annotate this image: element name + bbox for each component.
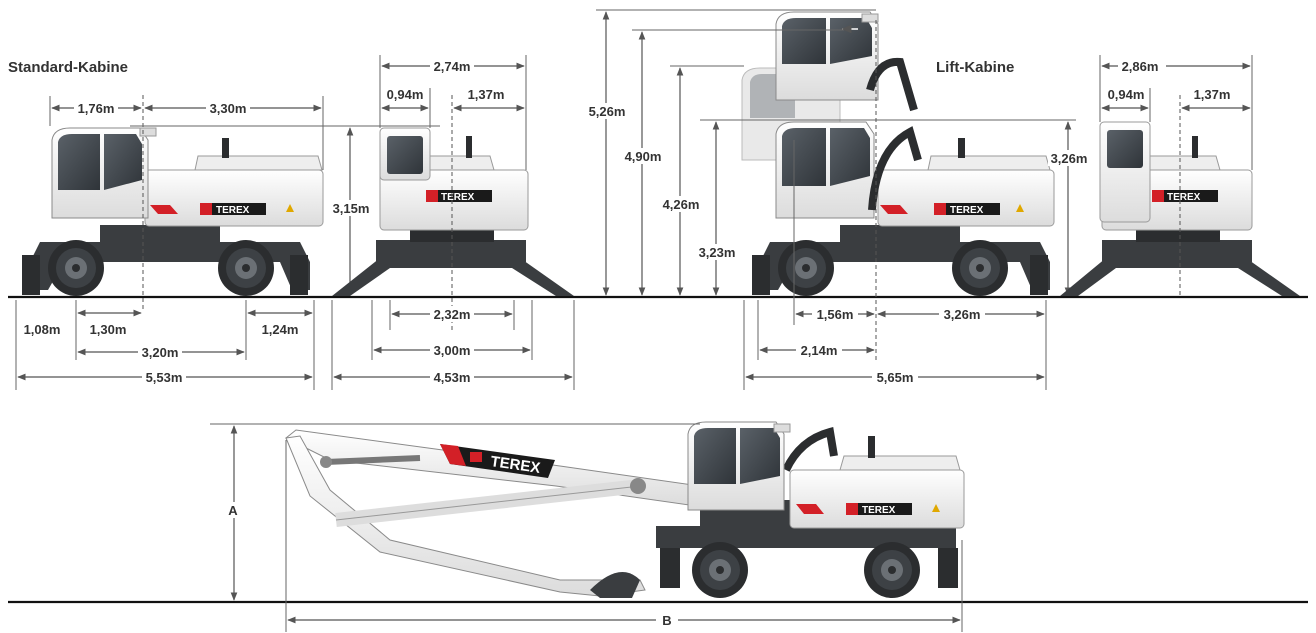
dim-std-upper-rear: 3,30m — [210, 101, 247, 116]
brand-logo-std: TEREX — [216, 205, 250, 216]
dim-lift-front-cab-width: 0,94m — [1108, 87, 1145, 102]
dim-lift-dist-156: 1,56m — [817, 307, 854, 322]
dim-front-width-top: 2,74m — [434, 59, 471, 74]
dim-lift-h-323: 3,23m — [699, 245, 736, 260]
dim-lift-h-326: 3,26m — [1051, 151, 1088, 166]
brand-logo-front: TEREX — [441, 192, 475, 203]
dim-front-right-width: 1,37m — [468, 87, 505, 102]
dim-lift-h-426: 4,26m — [663, 197, 700, 212]
dim-front-outrigger-width: 3,00m — [434, 343, 471, 358]
dim-lift-dist-326: 3,26m — [944, 307, 981, 322]
dim-lift-dist-214: 2,14m — [801, 343, 838, 358]
dim-lift-h-490: 4,90m — [625, 149, 662, 164]
boom-reach-view: TEREX TEREX — [285, 421, 965, 598]
lift-cab-side-view: TEREX — [741, 11, 1055, 296]
brand-logo-reach: TEREX — [862, 505, 896, 516]
dim-front-track: 2,32m — [434, 307, 471, 322]
dim-lift-h-max: 5,26m — [589, 104, 626, 119]
dim-std-height: 3,15m — [333, 201, 370, 216]
dim-std-overhang-front: 1,08m — [24, 322, 61, 337]
dim-reach-a: A — [228, 503, 238, 518]
dim-std-length: 5,53m — [146, 370, 183, 385]
standard-cab-front-view: TEREX — [332, 127, 574, 296]
dim-std-overhang-rear: 1,24m — [262, 322, 299, 337]
dim-lift-length: 5,65m — [877, 370, 914, 385]
dim-std-cab-offset: 1,76m — [78, 101, 115, 116]
dim-front-total-width: 4,53m — [434, 370, 471, 385]
dim-std-axle-front: 1,30m — [90, 322, 127, 337]
standard-cab-side-view: TEREX — [22, 127, 324, 296]
lift-cab-front-view: TEREX — [1060, 121, 1300, 296]
dim-lift-front-right-width: 1,37m — [1194, 87, 1231, 102]
brand-logo-lift: TEREX — [950, 205, 984, 216]
brand-logo-lift-front: TEREX — [1167, 192, 1201, 203]
heading-standard-cab: Standard-Kabine — [8, 59, 128, 76]
dim-lift-front-width-top: 2,86m — [1122, 59, 1159, 74]
brand-logo-boom: TEREX — [489, 453, 541, 477]
heading-lift-cab: Lift-Kabine — [936, 59, 1014, 76]
dim-reach-b: B — [662, 613, 671, 628]
dim-front-cab-width: 0,94m — [387, 87, 424, 102]
dim-std-wheelbase: 3,20m — [142, 345, 179, 360]
